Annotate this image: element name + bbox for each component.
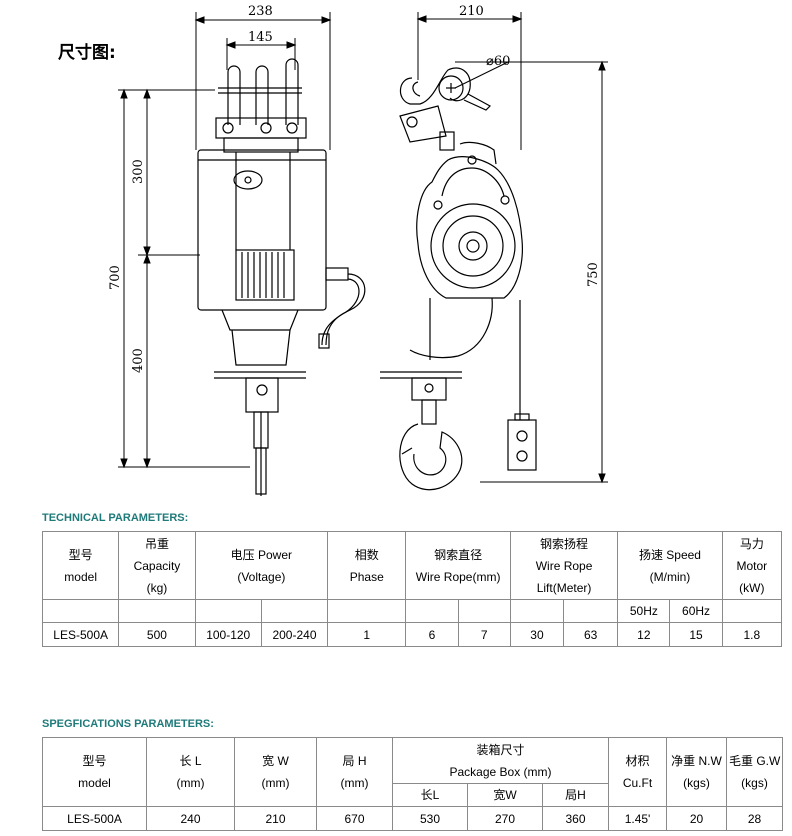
header-model: 型号 model: [41, 531, 120, 600]
header-motor: 马力 Motor (kW): [721, 531, 783, 600]
spec-header-net-weight: 净重 N.W (kgs): [666, 737, 728, 807]
header-capacity: 吊重 Capacity (kg): [118, 531, 196, 600]
cell-wire-rope-b: 7: [457, 622, 511, 647]
spec-subheader-height: 局H: [541, 783, 610, 807]
cell-power-low: 100-120: [194, 622, 262, 647]
side-view-dimensions: [416, 12, 608, 484]
cell-speed-50hz: 12: [617, 622, 671, 647]
header-power: 电压 Power (Voltage): [194, 531, 329, 600]
spec-cell-length: 240: [146, 806, 235, 831]
front-view-hoist: [197, 58, 366, 496]
spec-cell-net-weight: 20: [666, 806, 728, 831]
dim-400: 400: [131, 348, 146, 373]
cell-capacity: 500: [118, 622, 196, 647]
dimension-drawing-title: 尺寸图:: [58, 43, 116, 63]
spec-header-height: 局 H (mm): [316, 737, 393, 807]
header-wire-rope: 钢索直径 Wire Rope(mm): [405, 531, 511, 600]
spec-header-volume: 材积 Cu.Ft: [608, 737, 668, 807]
spec-cell-height: 670: [316, 806, 393, 831]
subheader-60hz: 60Hz: [669, 599, 723, 623]
spec-subheader-length: 长L: [392, 783, 468, 807]
spec-header-package: 装箱尺寸 Package Box (mm): [391, 737, 610, 784]
technical-subheader-row: 50Hz 60Hz: [41, 599, 783, 623]
front-view-dimensions: [118, 12, 332, 469]
specifications-parameters-title: SPEGFICATIONS PARAMETERS:: [42, 718, 214, 730]
cell-lift-b: 63: [563, 622, 619, 647]
spec-header-width: 宽 W (mm): [234, 737, 317, 807]
spec-cell-package-height: 360: [541, 806, 610, 831]
technical-data-row: LES-500A 500 100-120 200-240 1 6 7 30 63…: [41, 622, 783, 647]
spec-cell-package-width: 270: [467, 806, 543, 831]
cell-speed-60hz: 15: [669, 622, 723, 647]
spec-cell-package-length: 530: [392, 806, 468, 831]
header-speed: 扬速 Speed (M/min): [617, 531, 723, 600]
cell-model: LES-500A: [41, 622, 120, 647]
dim-145: 145: [248, 30, 273, 45]
cell-wire-rope-a: 6: [405, 622, 459, 647]
spec-cell-volume: 1.45': [608, 806, 668, 831]
spec-cell-gross-weight: 28: [726, 806, 784, 831]
technical-header-row: 型号 model 吊重 Capacity (kg) 电压 Power (Volt…: [41, 531, 783, 600]
spec-header-gross-weight: 毛重 G.W (kgs): [726, 737, 784, 807]
dim-300: 300: [131, 159, 146, 184]
header-phase: 相数 Phase: [327, 531, 407, 600]
spec-subheader-width: 宽W: [467, 783, 543, 807]
subheader-50hz: 50Hz: [617, 599, 671, 623]
specifications-table: 型号 model 长 L (mm) 宽 W (mm) 局 H (mm) 装箱尺寸…: [42, 737, 784, 831]
hoist-dimension-drawing: 238 145 300 700 400: [108, 4, 608, 496]
technical-parameters-table: 型号 model 吊重 Capacity (kg) 电压 Power (Volt…: [41, 531, 783, 647]
header-lift: 钢索扬程 Wire Rope Lift(Meter): [509, 531, 619, 600]
spec-cell-model: LES-500A: [42, 806, 147, 831]
dim-750: 750: [586, 262, 601, 287]
side-view-hoist: [380, 67, 537, 491]
cell-phase: 1: [327, 622, 407, 647]
cell-power-high: 200-240: [260, 622, 329, 647]
dim-210: 210: [459, 4, 484, 19]
spec-header-length: 长 L (mm): [146, 737, 235, 807]
dim-700: 700: [108, 265, 123, 290]
technical-parameters-title: TECHNICAL PARAMETERS:: [42, 512, 189, 524]
specs-subheader-row: 长L 宽W 局H: [43, 783, 783, 807]
specs-header-row: 型号 model 长 L (mm) 宽 W (mm) 局 H (mm) 装箱尺寸…: [42, 737, 784, 807]
cell-motor: 1.8: [721, 622, 783, 647]
specs-data-row: LES-500A 240 210 670 530 270 360 1.45' 2…: [42, 806, 784, 831]
spec-header-model: 型号 model: [42, 737, 147, 807]
cell-lift-a: 30: [509, 622, 565, 647]
spec-cell-width: 210: [234, 806, 317, 831]
dim-238: 238: [248, 4, 273, 19]
dim-hook-diameter: ⌀60: [486, 54, 510, 69]
